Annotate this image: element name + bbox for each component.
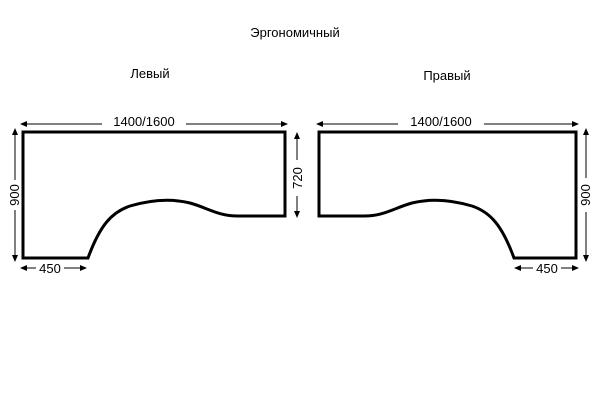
left-desk: 1400/1600 900 450 720 bbox=[7, 114, 305, 276]
left-bottom-arrow-end bbox=[80, 265, 87, 271]
left-bottom-dim-label: 450 bbox=[39, 261, 61, 276]
right-bottom-dimension: 450 bbox=[514, 261, 579, 276]
diagram-title: Эргономичный bbox=[250, 25, 339, 40]
left-inner-dim-label: 720 bbox=[290, 167, 305, 189]
left-depth-arrow-start bbox=[12, 128, 18, 135]
left-bottom-dimension: 450 bbox=[20, 261, 87, 276]
left-width-arrow-start bbox=[20, 121, 27, 127]
left-width-dim-label: 1400/1600 bbox=[113, 114, 174, 129]
left-inner-arrow-end bbox=[294, 211, 300, 218]
right-depth-dim-label: 900 bbox=[578, 184, 593, 206]
right-desk-outline bbox=[317, 130, 578, 260]
left-inner-arrow-start bbox=[294, 132, 300, 139]
right-width-arrow-end bbox=[572, 121, 579, 127]
right-width-dim-label: 1400/1600 bbox=[410, 114, 471, 129]
right-bottom-arrow-end bbox=[572, 265, 579, 271]
left-width-arrow-end bbox=[281, 121, 288, 127]
left-depth-dim-label: 900 bbox=[7, 184, 22, 206]
right-width-dimension: 1400/1600 bbox=[316, 114, 579, 129]
right-bottom-dim-label: 450 bbox=[536, 261, 558, 276]
left-width-dimension: 1400/1600 bbox=[20, 114, 288, 129]
left-desk-outline bbox=[21, 130, 287, 260]
right-width-arrow-start bbox=[316, 121, 323, 127]
left-depth-dimension: 900 bbox=[7, 128, 22, 262]
right-depth-arrow-start bbox=[583, 128, 589, 135]
right-desk-label: Правый bbox=[423, 68, 470, 83]
right-depth-dimension: 900 bbox=[578, 128, 593, 262]
right-desk: 1400/1600 900 450 bbox=[316, 114, 593, 276]
left-inner-dimension: 720 bbox=[290, 132, 305, 218]
left-desk-label: Левый bbox=[130, 66, 169, 81]
right-bottom-arrow-start bbox=[514, 265, 521, 271]
left-depth-arrow-end bbox=[12, 255, 18, 262]
right-depth-arrow-end bbox=[583, 255, 589, 262]
left-bottom-arrow-start bbox=[20, 265, 27, 271]
